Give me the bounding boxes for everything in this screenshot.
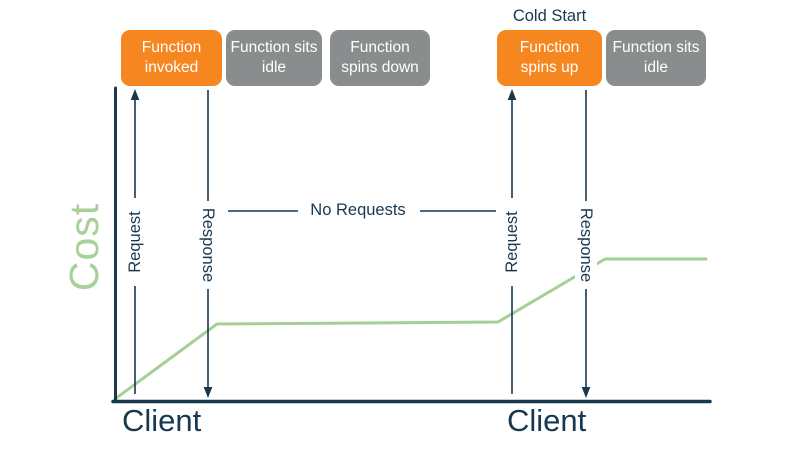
request-label-2: Request bbox=[501, 198, 523, 286]
stage-label-line: spins down bbox=[341, 59, 419, 76]
stage-box-function-sits-idle-1: Function sits idle bbox=[226, 30, 322, 86]
stage-box-function-spins-down: Function spins down bbox=[330, 30, 430, 86]
stage-label-line: Function bbox=[350, 39, 410, 57]
request-arrow-2-head bbox=[507, 89, 517, 100]
cold-start-label: Cold Start bbox=[512, 7, 587, 25]
stage-label-line: Function sits bbox=[612, 39, 700, 57]
stage-label-line: invoked bbox=[144, 59, 199, 76]
response-label-2: Response bbox=[575, 201, 597, 289]
stage-box-function-spins-up: Function spins up bbox=[497, 30, 602, 86]
client-label-2: Client bbox=[507, 403, 587, 438]
response-arrow-2-head bbox=[581, 387, 591, 398]
request-label-1: Request bbox=[124, 198, 146, 286]
response-label-1: Response bbox=[197, 201, 219, 289]
response-arrow-1-head bbox=[203, 387, 213, 398]
request-arrow-1-head bbox=[130, 89, 140, 100]
stage-label-line: Function bbox=[519, 39, 580, 57]
stage-label-line: Function bbox=[141, 39, 202, 57]
cost-axis-label: Cost bbox=[61, 202, 107, 292]
stage-label-line: idle bbox=[261, 59, 287, 76]
stage-label-line: Function sits bbox=[230, 39, 318, 57]
no-requests-label: No Requests bbox=[302, 201, 414, 220]
cost-curve-line bbox=[113, 257, 708, 401]
stage-label-line: spins up bbox=[520, 59, 579, 76]
stage-box-function-sits-idle-2: Function sits idle bbox=[606, 30, 706, 86]
stage-label-line: idle bbox=[643, 59, 669, 76]
client-label-1: Client bbox=[122, 403, 202, 438]
stage-box-function-invoked: Function invoked bbox=[121, 30, 222, 86]
